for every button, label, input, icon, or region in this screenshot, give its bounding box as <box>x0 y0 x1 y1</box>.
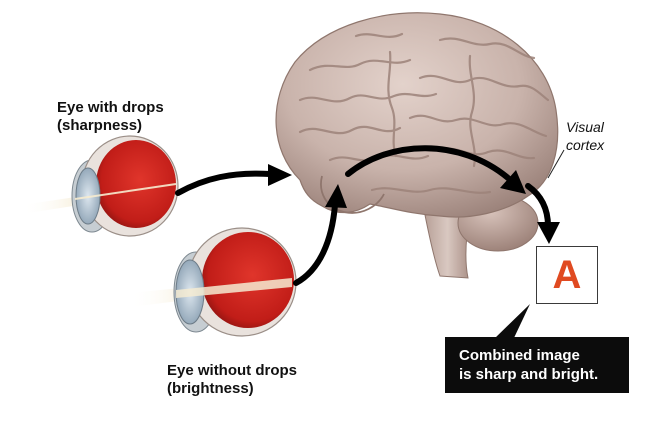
brain-folds <box>298 32 550 194</box>
eye-without-drops-label-line-2: (brightness) <box>167 380 254 397</box>
eye-without-drops-label-line-1: Eye without drops <box>167 362 298 379</box>
visual-cortex-label-line-2: cortex <box>566 137 605 153</box>
arrow-eye-top-to-brain <box>175 170 273 196</box>
arrow-brain-to-cortex <box>345 145 511 181</box>
combined-image-letter: A <box>552 252 582 297</box>
eye-without-drops-illustration <box>173 227 297 337</box>
caption-line-1: Combined image <box>459 347 580 364</box>
eye-without-drops-label: Eye without drops (brightness) <box>167 362 297 398</box>
caption-line-2: is sharp and bright. <box>459 366 599 383</box>
eye-with-drops-label-line-2: (sharpness) <box>57 117 143 134</box>
combined-image-box: A <box>536 246 598 304</box>
arrow-heads <box>268 164 560 244</box>
arrowhead-bottom <box>325 184 347 208</box>
visual-cortex-label: Visual cortex <box>566 118 604 154</box>
eye-with-drops-label: Eye with drops (sharpness) <box>57 99 164 135</box>
arrow-eye-bottom-to-brain <box>293 202 338 286</box>
eye-with-drops-label-line-1: Eye with drops <box>57 99 164 116</box>
caption-pointer <box>493 304 530 340</box>
cortex-pointer-line <box>547 149 565 179</box>
visual-cortex-label-line-1: Visual <box>566 119 604 135</box>
arrowhead-top <box>268 164 292 186</box>
eye-with-drops-illustration <box>71 135 179 237</box>
arrowhead-cortex <box>500 170 526 194</box>
brain-illustration <box>275 12 559 279</box>
arrowhead-image <box>537 222 560 244</box>
temporal-lobe <box>320 175 385 214</box>
combined-image-caption: Combined image is sharp and bright. <box>445 337 629 393</box>
